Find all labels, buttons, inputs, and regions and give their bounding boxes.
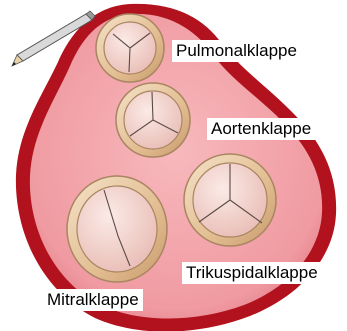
mitral-valve-label: Mitralklappe xyxy=(43,289,143,311)
aortic-valve xyxy=(116,83,190,157)
tricuspid-valve xyxy=(184,154,276,246)
aortic-valve-label: Aortenklappe xyxy=(207,118,315,140)
mitral-valve xyxy=(67,176,167,282)
tricuspid-valve-label: Trikuspidalklappe xyxy=(182,262,322,284)
pulmonary-valve xyxy=(96,14,164,82)
pulmonary-valve-label: Pulmonalklappe xyxy=(172,40,301,62)
